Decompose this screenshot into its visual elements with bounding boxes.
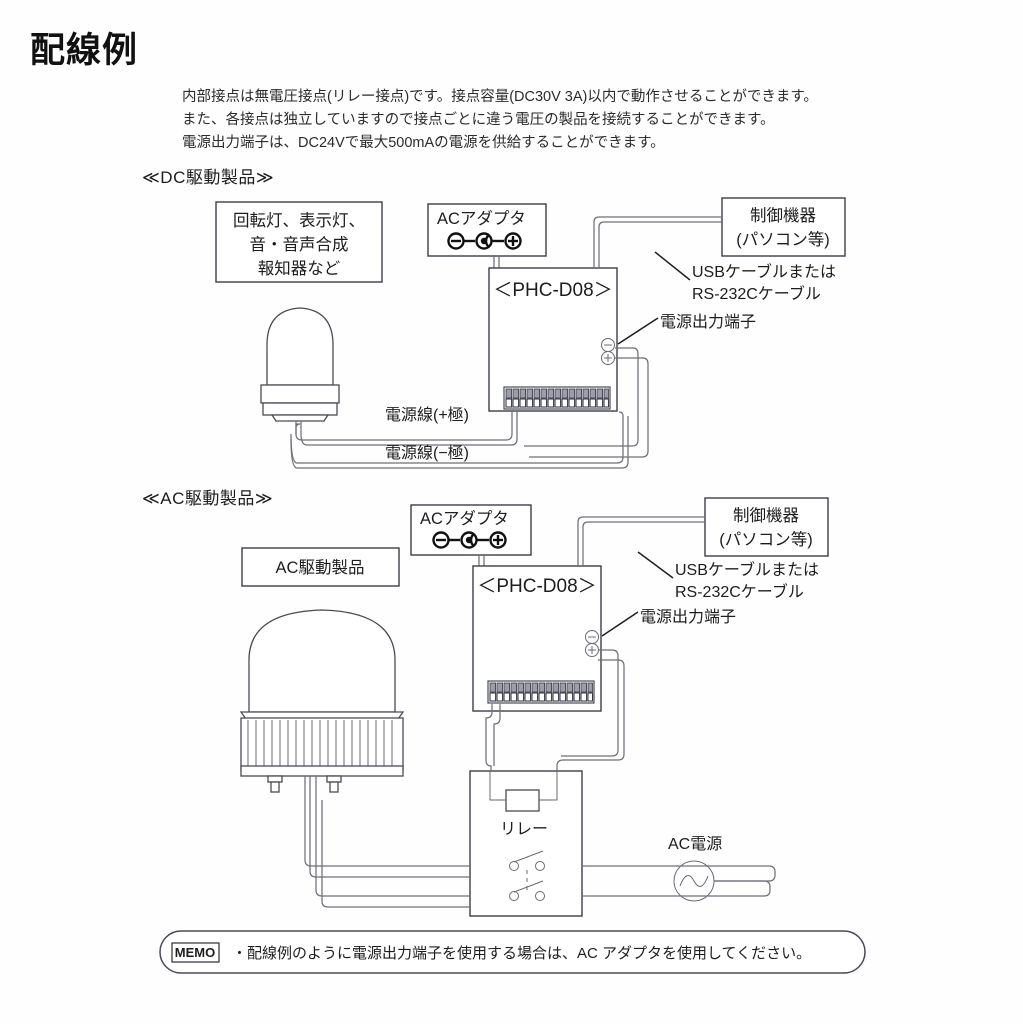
dc-wire-plus-b: [300, 412, 518, 446]
ac-device-box: [241, 547, 400, 587]
dc-power-out-label: 電源出力端子: [660, 313, 756, 331]
relay-label: リレー: [500, 821, 548, 838]
ac-beacon-wire-a: [304, 800, 470, 867]
ac-device-box-label: AC駆動製品: [276, 558, 365, 577]
relay-coil-wire-right: [539, 771, 558, 801]
dc-wire-minus-b: [290, 416, 629, 469]
intro-line-2: また、各接点は独立していますので接点ごとに違う電圧の製品を接続することができます…: [182, 112, 775, 128]
dc-beacon-lamp: [260, 307, 340, 422]
ac-coil-wire-d: [561, 649, 619, 757]
ac-ac-adapter-label: ACアダプタ: [420, 509, 509, 528]
ac-beacon-lamp: [239, 609, 405, 793]
dc-polarity-symbol-icon: [447, 232, 522, 250]
ac-beacon-wire-c: [315, 800, 470, 897]
ac-beacon-wire-d: [321, 800, 470, 908]
dc-wire-plus-a: [295, 412, 513, 441]
dc-device-box-line-2: 音・音声合成: [250, 235, 349, 254]
ac-cable-leader: [637, 551, 674, 579]
ac-host-box-line-2: (パソコン等): [719, 530, 813, 549]
dc-host-box-line-1: 制御機器: [750, 206, 817, 225]
dc-controller-label: ＜PHC-D08＞: [493, 280, 612, 301]
ac-power-out-leader: [601, 611, 639, 637]
relay-coil-wire-left: [489, 771, 506, 801]
dc-ac-adapter-label: ACアダプタ: [437, 209, 526, 228]
dc-device-box-line-1: 回転灯、表示灯、: [233, 211, 365, 230]
dc-wire-minus-a: [290, 411, 624, 464]
relay-coil: [505, 789, 540, 812]
relay-contact-upper: [509, 850, 545, 871]
ac-source-label: AC電源: [668, 835, 722, 853]
ac-polarity-symbol-icon: [432, 531, 507, 549]
dc-power-output-terminals-icon: [601, 338, 615, 365]
dc-terminal-strip: [503, 386, 611, 410]
ac-power-out-label: 電源出力端子: [640, 608, 736, 626]
ac-coil-wire-a: [485, 704, 493, 771]
ac-controller-label: ＜PHC-D08＞: [477, 576, 596, 597]
ac-comm-cable-a: [577, 516, 705, 566]
dc-wire-minus-label: 電源線(−極): [385, 444, 469, 462]
intro-line-1: 内部接点は無電圧接点(リレー接点)です。接点容量(DC30V 3A)以内で動作さ…: [182, 89, 818, 105]
ac-source-wire-a: [582, 865, 776, 882]
dc-wire-plus-label: 電源線(+極): [385, 406, 469, 424]
dc-cable-label-line-2: RS-232Cケーブル: [692, 284, 821, 303]
ac-terminal-strip: [487, 680, 595, 704]
dc-device-box-line-3: 報知器など: [258, 259, 341, 278]
ac-source-wire-b: [582, 880, 771, 897]
page-title: 配線例: [30, 31, 139, 70]
relay-contact-lower: [509, 880, 545, 901]
ac-coil-wire-b: [493, 704, 501, 766]
dc-section-heading: ≪DC駆動製品≫: [142, 168, 275, 187]
ac-coil-wire-c: [556, 659, 625, 771]
ac-cable-label-line-2: RS-232Cケーブル: [675, 582, 804, 601]
intro-line-3: 電源出力端子は、DC24Vで最大500mAの電源を供給することができます。: [182, 135, 665, 151]
dc-host-box-line-2: (パソコン等): [736, 230, 830, 249]
dc-comm-cable-a: [593, 216, 722, 268]
dc-device-box: [215, 201, 383, 283]
dc-cable-leader: [654, 251, 691, 281]
dc-power-out-wire-b: [529, 357, 649, 458]
ac-source-symbol-icon: [673, 860, 715, 902]
dc-host-box: [721, 197, 846, 257]
ac-section-heading: ≪AC駆動製品≫: [142, 489, 274, 508]
ac-host-box-line-1: 制御機器: [733, 506, 800, 525]
dc-cable-label-line-1: USBケーブルまたは: [692, 262, 836, 281]
ac-host-box: [704, 497, 829, 557]
dc-power-out-leader: [617, 317, 659, 345]
ac-cable-label-line-1: USBケーブルまたは: [675, 560, 819, 579]
intro-paragraph: 内部接点は無電圧接点(リレー接点)です。接点容量(DC30V 3A)以内で動作さ…: [182, 86, 818, 155]
dc-power-out-wire-a: [524, 347, 639, 447]
ac-comm-cable-b: [582, 521, 705, 566]
dc-comm-cable-b: [598, 221, 722, 268]
